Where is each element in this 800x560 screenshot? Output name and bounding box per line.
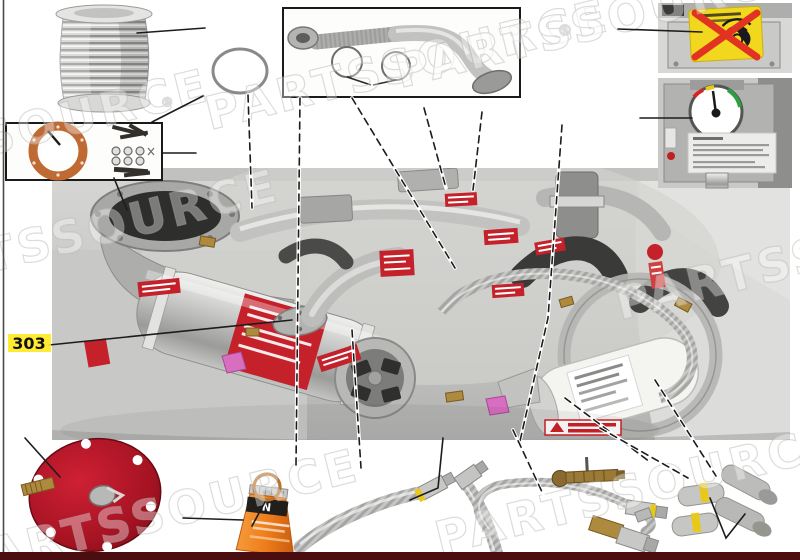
bellows-photo bbox=[55, 4, 153, 113]
pink-protective-caps bbox=[221, 351, 510, 416]
drain-plate-photo bbox=[28, 437, 162, 553]
exhaust-pipe-box bbox=[282, 7, 521, 98]
alarm-label-photo bbox=[658, 3, 792, 73]
retaining-ring-photo bbox=[211, 47, 269, 95]
watermark-registered-icon: ® bbox=[159, 93, 179, 112]
chamber-flange-opening bbox=[90, 180, 240, 252]
gasket-kit-box bbox=[5, 121, 163, 181]
elbow-fitting-photo bbox=[634, 464, 778, 537]
rubber-hose bbox=[510, 236, 628, 288]
kit-nuts bbox=[111, 146, 145, 166]
brass-fittings bbox=[198, 235, 693, 403]
kit-screws bbox=[111, 123, 151, 178]
pressure-gauge-photo bbox=[658, 78, 792, 189]
pipe-elbow-flange bbox=[471, 69, 513, 95]
machine-photo bbox=[52, 168, 790, 440]
warning-labels bbox=[84, 192, 666, 373]
callout-303-number: 303 bbox=[12, 334, 45, 353]
sealant-logo: N bbox=[261, 500, 272, 514]
red-x-icon bbox=[691, 9, 761, 61]
drain-plate-brass-fitting bbox=[20, 476, 56, 497]
watermark-registered-icon: ® bbox=[556, 19, 579, 41]
red-button bbox=[667, 152, 675, 160]
copper-gasket-photo bbox=[252, 472, 282, 502]
footer-bar bbox=[0, 552, 800, 560]
gauge-dial bbox=[688, 84, 744, 140]
brass-bolt-photo bbox=[551, 456, 626, 487]
callout-leader-lines bbox=[24, 27, 746, 540]
callout-303-label: 303 bbox=[8, 334, 51, 353]
rubber-hose bbox=[629, 268, 729, 317]
